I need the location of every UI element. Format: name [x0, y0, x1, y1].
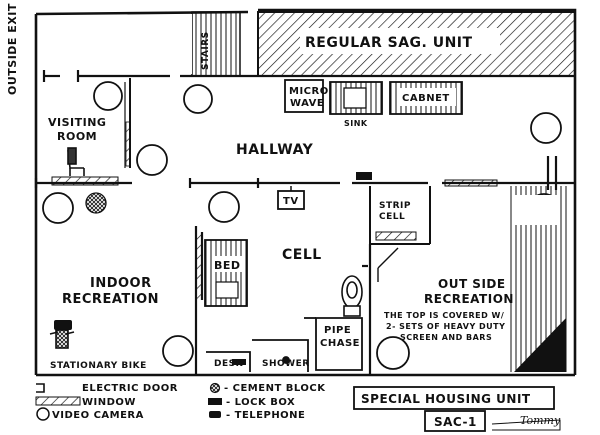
sink-basin: [343, 87, 367, 109]
title-text: SPECIAL HOUSING UNIT: [361, 392, 531, 406]
electric-door-icon: [36, 383, 45, 393]
bed: [204, 239, 248, 307]
tv-label: TV: [283, 196, 299, 207]
regular-unit-label: REGULAR SAG. UNIT: [305, 35, 473, 51]
indoor-recreation-label-1: INDOOR: [90, 276, 152, 291]
stairs-area: [178, 11, 241, 77]
video-camera-icon: [42, 81, 562, 370]
legend-video-camera: VIDEO CAMERA: [52, 410, 144, 421]
cement-block-legend-icon: [209, 382, 221, 394]
signature: Tommy: [520, 414, 561, 427]
visiting-room-label-1: VISITING: [48, 116, 106, 129]
microwave: [284, 79, 324, 113]
indoor-recreation-label-2: RECREATION: [62, 292, 159, 307]
tv-icon: [277, 186, 305, 210]
telephone-icon: [54, 320, 72, 330]
visiting-room-window: [51, 176, 119, 186]
telephone-legend-icon: [209, 411, 221, 418]
stairs-label: STAIRS: [201, 31, 211, 70]
cover-note-line-1: THE TOP IS COVERED W/: [384, 311, 504, 320]
pipe-chase-label-1: PIPE: [324, 325, 351, 336]
strip-cell-label-2: CELL: [379, 212, 405, 222]
stationary-bike-label: STATIONARY BIKE: [50, 361, 147, 371]
visiting-room-label-2: ROOM: [57, 130, 97, 143]
video-camera-legend-icon: [36, 407, 50, 421]
outside-recreation-label-1: OUT SIDE: [438, 277, 506, 291]
strip-cell: [369, 186, 431, 245]
outside-recreation-label-2: RECREATION: [424, 292, 514, 306]
pipe-chase-label-2: CHASE: [320, 338, 360, 349]
regular-unit-area: [257, 11, 576, 77]
visiting-room-wall: [124, 78, 131, 168]
legend-window: WINDOW: [82, 397, 136, 408]
hallway-window: [444, 179, 498, 187]
cover-note-line-3: SCREEN AND BARS: [400, 333, 492, 342]
legend-cement-block: - CEMENT BLOCK: [224, 383, 326, 394]
shower-label: SHOWER: [262, 359, 310, 369]
kitchen-row: [284, 79, 463, 115]
sink-label: SINK: [344, 119, 368, 128]
desk-shower-area: [206, 339, 309, 372]
legend: ELECTRIC DOOR WINDOW VIDEO CAMERA - CEME…: [35, 382, 326, 421]
chair-icon: [67, 147, 85, 176]
cabinet-label: CABNET: [402, 93, 450, 104]
hallway-label: HALLWAY: [236, 142, 314, 158]
lock-box-legend-icon: [208, 398, 222, 405]
outside-recreation-screen: [508, 186, 568, 372]
toilet-icon: [341, 275, 363, 317]
door-swings: [377, 247, 399, 282]
legend-lock-box: - LOCK BOX: [226, 397, 295, 408]
legend-telephone: - TELEPHONE: [226, 410, 305, 421]
code-text: SAC-1: [434, 415, 477, 429]
lock-box-icon: [232, 172, 372, 365]
strip-cell-label-1: STRIP: [379, 201, 411, 211]
stationary-bike-icon: [49, 329, 75, 349]
legend-electric-door: ELECTRIC DOOR: [82, 383, 178, 394]
cell-label: CELL: [282, 247, 322, 263]
cover-note-line-2: 2- SETS OF HEAVY DUTY: [386, 322, 505, 331]
window-icon: [35, 396, 81, 406]
labels: OUTSIDE EXIT STAIRS REGULAR SAG. UNIT MI…: [6, 3, 514, 371]
hallway-top-wall: [42, 70, 575, 82]
title-block: SPECIAL HOUSING UNIT SAC-1 Tommy: [353, 386, 561, 432]
microwave-label-1: MICRO: [289, 86, 329, 97]
outer-walls: [34, 8, 577, 377]
outside-exit-label: OUTSIDE EXIT: [6, 3, 19, 95]
desk-label: DESK: [214, 359, 244, 369]
microwave-label-2: WAVE: [290, 98, 324, 109]
bed-label: BED: [214, 259, 241, 272]
cement-block-icon: [85, 192, 107, 214]
pipe-chase: [304, 317, 363, 371]
